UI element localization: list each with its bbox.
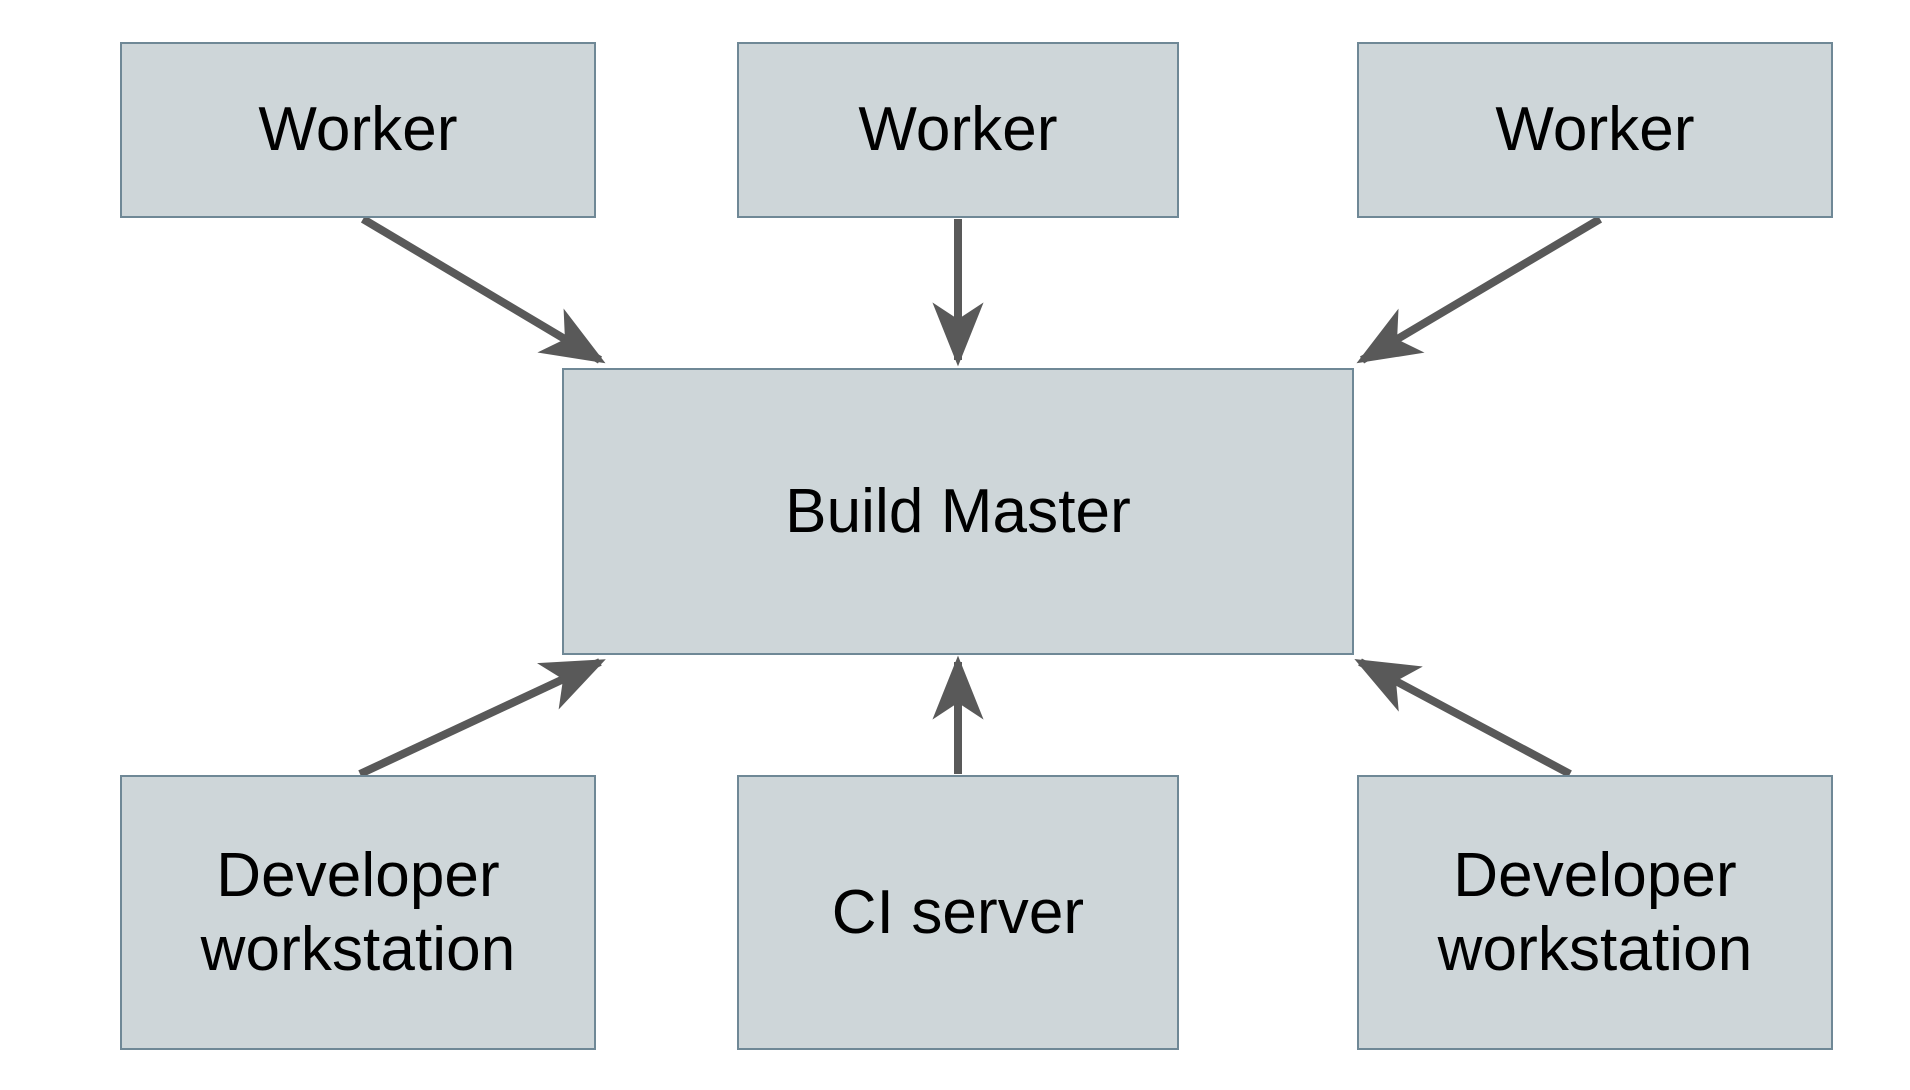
node-worker-2[interactable]: Worker [737,42,1179,218]
node-developer-workstation-right[interactable]: Developer workstation [1357,775,1833,1050]
node-build-master-label: Build Master [785,476,1131,546]
edge-worker-1-to-build-master [360,215,606,364]
node-developer-workstation-left-label: Developer workstation [200,841,516,984]
edge-dev-workstation-right-to-build-master [1354,658,1572,778]
node-worker-3[interactable]: Worker [1357,42,1833,218]
node-worker-2-label: Worker [858,95,1058,165]
edge-dev-workstation-left-to-build-master [358,658,606,778]
node-build-master[interactable]: Build Master [562,368,1354,655]
node-ci-server[interactable]: CI server [737,775,1179,1050]
node-ci-server-label: CI server [831,877,1085,947]
edge-worker-3-to-build-master [1356,215,1603,364]
node-worker-3-label: Worker [1495,95,1695,165]
node-worker-1[interactable]: Worker [120,42,596,218]
node-worker-1-label: Worker [258,95,458,165]
node-developer-workstation-left[interactable]: Developer workstation [120,775,596,1050]
node-developer-workstation-right-label: Developer workstation [1437,841,1753,984]
